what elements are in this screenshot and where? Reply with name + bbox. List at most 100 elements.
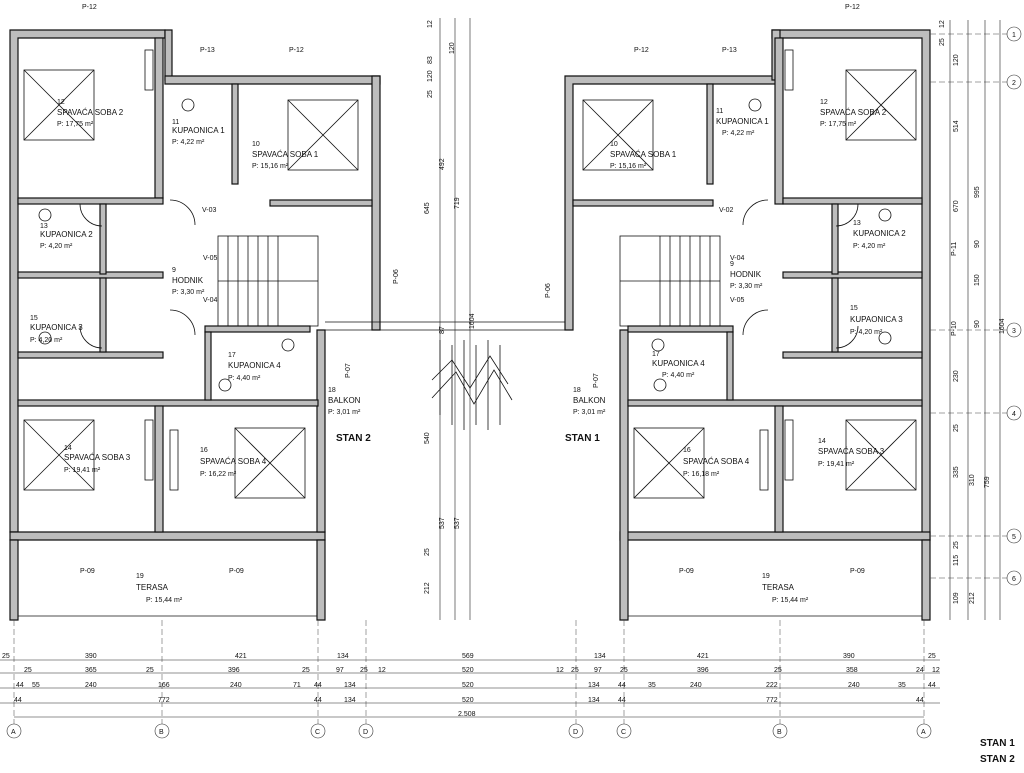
terrace-wall-right [921, 539, 931, 621]
bed-icon [633, 427, 705, 499]
dim-label: 421 [235, 653, 247, 660]
dim-label: 44 [16, 682, 24, 689]
dim-label: 134 [588, 682, 600, 689]
svg-text:P: 3,30 m²: P: 3,30 m² [172, 289, 205, 296]
dim-label: 55 [32, 682, 40, 689]
legend-item: STAN 2 [980, 754, 1015, 765]
room-label-12: 12 SPAVAĆA SOBA 2 P: 17,75 m² [57, 99, 124, 128]
door-swing [79, 325, 103, 349]
axis-label: 5 [1012, 534, 1016, 541]
dim-label: 150 [974, 274, 981, 286]
dim-label: 97 [336, 667, 344, 674]
wall-interior [782, 197, 923, 205]
bed-icon [845, 419, 917, 491]
opening-tag: P-13 [200, 47, 215, 54]
grid-lines [13, 33, 1012, 730]
dim-label: 120 [953, 54, 960, 66]
dim-label: 25 [360, 667, 368, 674]
wardrobe [169, 429, 179, 491]
room-label-18: 18 BALKON P: 3,01 m² [328, 387, 361, 416]
dim-label: 134 [344, 697, 356, 704]
svg-text:P: 4,20 m²: P: 4,20 m² [853, 243, 886, 250]
wall-interior [17, 197, 164, 205]
wardrobe [144, 49, 154, 91]
svg-text:KUPAONICA 1: KUPAONICA 1 [716, 117, 769, 126]
svg-text:HODNIK: HODNIK [730, 270, 762, 279]
svg-text:BALKON: BALKON [328, 396, 361, 405]
svg-text:P: 15,16 m²: P: 15,16 m² [252, 163, 289, 170]
unit-label: STAN 2 [336, 433, 371, 444]
dim-label: 12 [427, 20, 434, 28]
wall-interior [782, 271, 923, 279]
room-label-10: 10 SPAVAĆA SOBA 1 P: 15,16 m² [610, 141, 677, 170]
dim-label: 310 [969, 474, 976, 486]
svg-text:P: 4,22 m²: P: 4,22 m² [722, 130, 755, 137]
door-swing [835, 203, 859, 227]
svg-text:KUPAONICA 4: KUPAONICA 4 [652, 359, 705, 368]
dim-label: 25 [953, 541, 960, 549]
dim-label: 12 [939, 20, 946, 28]
room-label-17: 17 KUPAONICA 4 P: 4,40 m² [228, 352, 281, 382]
dim-label: 25 [24, 667, 32, 674]
dim-label: 365 [85, 667, 97, 674]
dim-label: 358 [846, 667, 858, 674]
opening-tag: P-11 [951, 242, 958, 256]
sink-icon [878, 208, 892, 222]
dim-label: 540 [424, 432, 431, 444]
dim-label: 390 [843, 653, 855, 660]
room-label-15: 15 KUPAONICA 3 P: 4,20 m² [30, 315, 83, 344]
axis-markers-right: 1 2 3 4 5 6 [1006, 26, 1022, 586]
right-dimensions: 12 25 120 514 670 995 90 150 90 230 25 3… [939, 20, 1006, 620]
svg-text:P: 3,01 m²: P: 3,01 m² [573, 409, 606, 416]
dim-label: 421 [697, 653, 709, 660]
svg-text:P: 16,18 m²: P: 16,18 m² [683, 471, 720, 478]
door-swing [169, 199, 196, 226]
opening-tag: V-05 [730, 297, 745, 304]
opening-tag: V-03 [202, 207, 217, 214]
wall-interior [831, 277, 839, 353]
svg-text:P: 16,22 m²: P: 16,22 m² [200, 471, 237, 478]
opening-tag: V-04 [203, 297, 218, 304]
dim-label: 35 [648, 682, 656, 689]
dim-label: 109 [953, 592, 960, 604]
dim-label: 520 [462, 667, 474, 674]
room-label-19: 19 TERASA P: 15,44 m² [762, 573, 809, 604]
door-swing [79, 203, 103, 227]
svg-text:P: 4,40 m²: P: 4,40 m² [662, 372, 695, 379]
bed-icon [234, 427, 306, 499]
wall-interior [774, 37, 784, 205]
dim-label: 83 [427, 56, 434, 64]
svg-text:P: 4,40 m²: P: 4,40 m² [228, 375, 261, 382]
toilet-icon [748, 98, 762, 112]
dim-label: 396 [228, 667, 240, 674]
wall-interior [154, 37, 164, 199]
dim-label: 134 [588, 697, 600, 704]
svg-text:14: 14 [818, 438, 826, 445]
axis-label: B [777, 729, 782, 736]
svg-text:KUPAONICA 2: KUPAONICA 2 [853, 229, 906, 238]
dim-label: 90 [974, 320, 981, 328]
svg-text:KUPAONICA 4: KUPAONICA 4 [228, 361, 281, 370]
opening-tag: P-09 [679, 568, 694, 575]
svg-text:SPAVAĆA SOBA 4: SPAVAĆA SOBA 4 [683, 457, 750, 466]
axis-label: C [315, 729, 320, 736]
svg-text:12: 12 [57, 99, 65, 106]
wall-interior [204, 331, 212, 401]
dim-label: 25 [424, 548, 431, 556]
dim-label: 514 [953, 120, 960, 132]
dim-label: 44 [14, 697, 22, 704]
room-label-19: 19 TERASA P: 15,44 m² [136, 573, 183, 604]
unit-right: 10 SPAVAĆA SOBA 1 P: 15,16 m² 11 KUPAONI… [545, 4, 958, 621]
door-swing [742, 309, 769, 336]
wall-interior [231, 83, 239, 185]
dim-label: 390 [85, 653, 97, 660]
dim-label: 44 [916, 697, 924, 704]
axis-label: 2 [1012, 80, 1016, 87]
toilet-icon [651, 338, 665, 352]
svg-text:17: 17 [228, 352, 236, 359]
wardrobe [144, 419, 154, 481]
opening-tag: V-05 [203, 255, 218, 262]
opening-tag: V-02 [719, 207, 734, 214]
dim-label: 25 [939, 38, 946, 46]
